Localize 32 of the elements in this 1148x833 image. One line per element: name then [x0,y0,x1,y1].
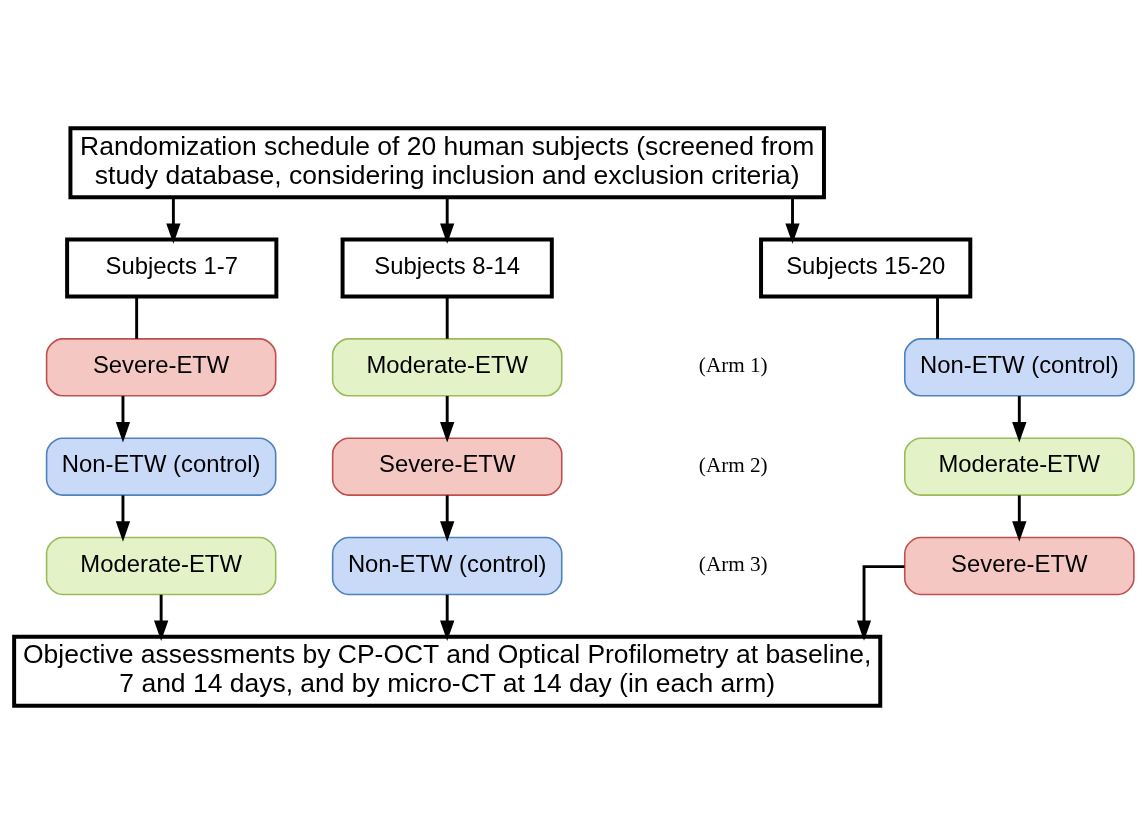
arrow [1012,494,1027,542]
label: (Arm 2) [698,452,768,477]
arrow [115,395,131,442]
arrow [440,594,455,641]
node-box: Non-ETW (control) [331,536,563,595]
node-box: Subjects 1-7 [65,237,279,298]
node-box: Subjects 15-20 [759,237,973,298]
node-box: Severe-ETW [903,536,1135,595]
label: (Arm 1) [698,352,768,377]
arrow [166,196,181,244]
label: (Arm 3) [698,551,768,576]
arrow [1012,395,1027,442]
node-box: Non-ETW (control) [45,436,277,496]
connector [936,296,939,339]
node-box: Non-ETW (control) [903,337,1135,397]
node-box: Objective assessments by CP-OCT and Optical Profilometry at baseline, 7 and 14 days, and by micro-CT at 14 day (in each arm) [12,634,883,708]
node-box: Moderate-ETW [903,436,1135,496]
arrow [856,564,905,641]
arrow [440,395,455,442]
connector [135,296,139,339]
arrow [785,196,800,244]
node-box: Subjects 8-14 [340,237,554,298]
connector [445,296,449,339]
node-box: Severe-ETW [45,337,277,397]
node-box: Moderate-ETW [45,536,277,595]
node-box: Randomization schedule of 20 human subjects (screened from study database, considering inclusion and exclusion criteria) [68,125,826,199]
arrow [154,594,169,641]
arrow [440,494,455,542]
arrow [440,196,455,244]
node-box: Moderate-ETW [331,337,563,397]
arrow [115,494,131,542]
node-box: Severe-ETW [331,436,563,496]
